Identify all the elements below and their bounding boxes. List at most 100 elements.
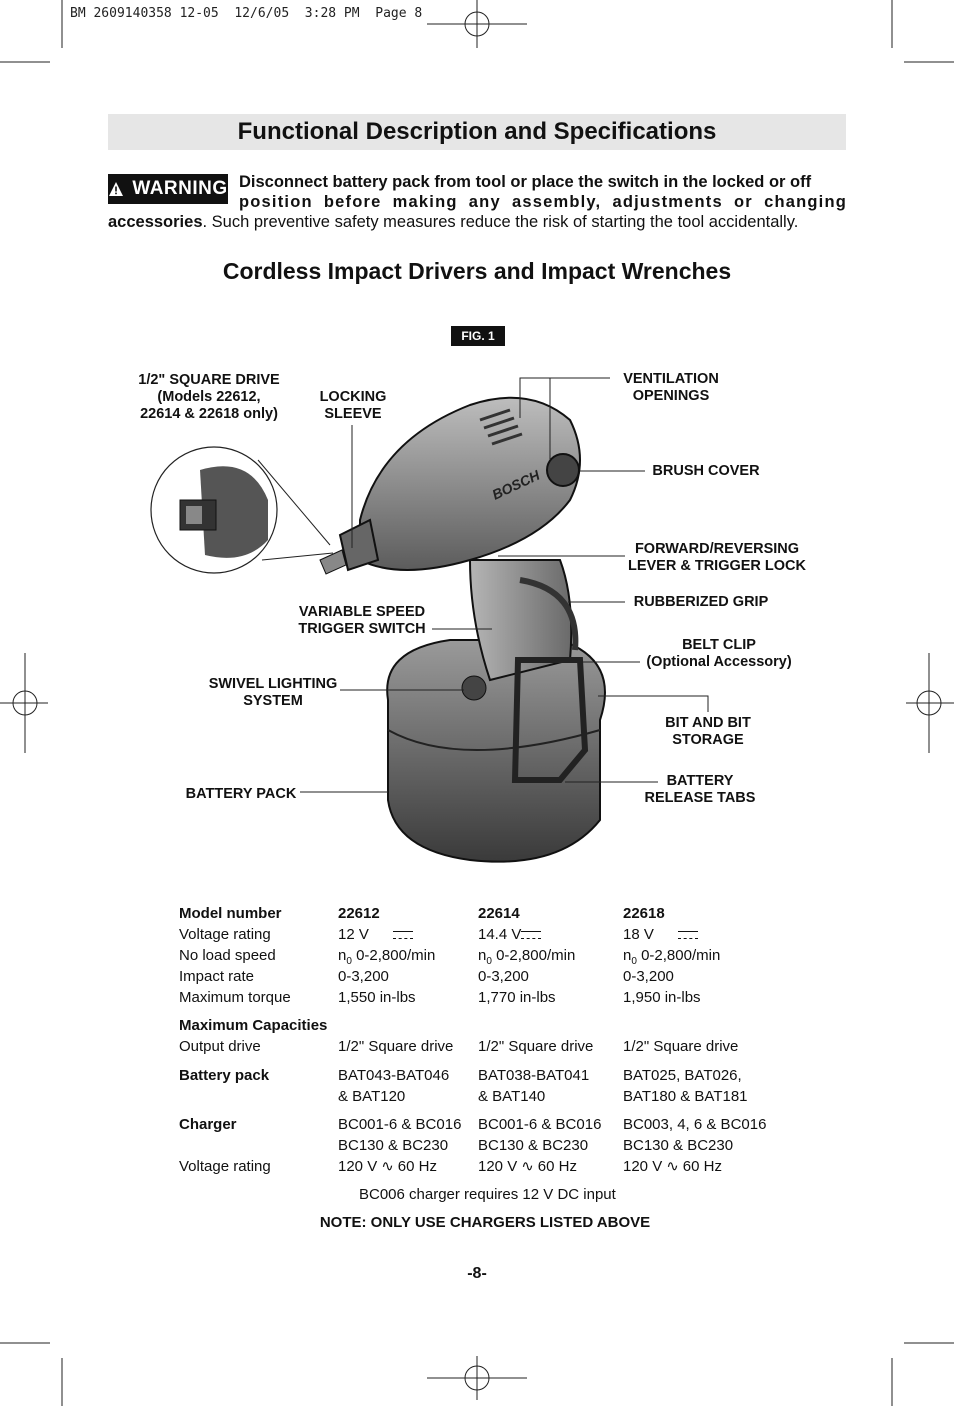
spec-label-voltage: Voltage rating <box>179 926 271 943</box>
page-number: -8- <box>467 1265 487 1282</box>
label-square-drive-line3: 22614 & 22618 only) <box>140 406 278 422</box>
spec-label-output: Output drive <box>179 1038 261 1055</box>
spec-model-22614: 22614 <box>478 905 520 922</box>
section-title-bar <box>108 114 846 150</box>
spec-battery-22618-b: BAT180 & BAT181 <box>623 1088 748 1105</box>
spec-row-note: NOTE: ONLY USE CHARGERS LISTED ABOVE <box>179 1212 791 1233</box>
bit-shape <box>319 549 347 575</box>
spec-no-load-22612: n0 0-2,800/min <box>338 945 435 972</box>
spec-battery-22618-a: BAT025, BAT026, <box>623 1067 742 1084</box>
spec-label-charger-voltage: Voltage rating <box>179 1158 271 1175</box>
warning-badge: WARNING <box>108 174 228 204</box>
battery-pack-shape <box>386 639 606 863</box>
chargers-note: NOTE: ONLY USE CHARGERS LISTED ABOVE <box>319 1214 651 1231</box>
spec-no-load-22618-value: 0-2,800/min <box>641 947 721 964</box>
spec-impact-22612: 0-3,200 <box>338 968 389 985</box>
label-battery-release-line2: RELEASE TABS <box>644 790 756 806</box>
spec-row-impact: Impact rate 0-3,200 0-3,200 0-3,200 <box>179 966 799 987</box>
spec-battery-22614-a: BAT038-BAT041 <box>478 1067 590 1084</box>
ac-symbol-icon: ∿ <box>381 1158 394 1175</box>
label-belt-clip: BELT CLIP (Optional Accessory) <box>638 637 800 671</box>
spec-row-model: Model number 22612 22614 22618 <box>179 903 799 924</box>
product-subtitle: Cordless Impact Drivers and Impact Wrenc… <box>222 258 732 284</box>
label-battery-pack: BATTERY PACK <box>176 786 306 803</box>
label-locking-sleeve-line1: LOCKING <box>319 389 387 405</box>
spec-charger-voltage-22618: 120 V∿60 Hz <box>623 1156 722 1177</box>
spec-output-22614: 1/2" Square drive <box>478 1038 594 1055</box>
warning-triangle-icon <box>109 182 124 196</box>
spec-no-load-22612-value: 0-2,800/min <box>356 947 436 964</box>
leader-lines <box>300 377 709 793</box>
warning-text-line3: accessories. Such preventive safety meas… <box>108 212 848 232</box>
bc006-note: BC006 charger requires 12 V DC input <box>359 1186 616 1203</box>
spec-no-load-22614: n0 0-2,800/min <box>478 945 575 972</box>
spec-battery-22612-a: BAT043-BAT046 <box>338 1067 450 1084</box>
spec-voltage-22614-value: 14.4 V <box>478 926 522 943</box>
label-ventilation-line2: OPENINGS <box>632 388 710 404</box>
spec-charger-22614-a: BC001-6 & BC016 <box>478 1116 602 1133</box>
spec-label-model: Model number <box>179 905 282 922</box>
spec-charger-22612-a: BC001-6 & BC016 <box>338 1116 462 1133</box>
label-battery-release: BATTERY RELEASE TABS <box>636 773 764 807</box>
label-swivel-lighting-line2: SYSTEM <box>243 693 303 709</box>
spec-torque-22612: 1,550 in-lbs <box>338 989 416 1006</box>
spec-output-22612: 1/2" Square drive <box>338 1038 454 1055</box>
label-swivel-lighting-line1: SWIVEL LIGHTING <box>208 676 338 692</box>
label-square-drive-line1: 1/2" SQUARE DRIVE <box>138 372 280 388</box>
spec-row-no-load: No load speed n0 0-2,800/min n0 0-2,800/… <box>179 945 799 967</box>
spec-voltage-22618: 18 V <box>623 924 698 945</box>
vent-slots <box>479 408 523 446</box>
label-battery-release-line1: BATTERY <box>666 773 734 789</box>
spec-voltage-22618-value: 18 V <box>623 926 654 943</box>
spec-charger-22612-b: BC130 & BC230 <box>338 1137 449 1154</box>
spec-voltage-22612-value: 12 V <box>338 926 369 943</box>
spec-torque-22614: 1,770 in-lbs <box>478 989 556 1006</box>
no-load-subscript: 0 <box>346 956 352 967</box>
label-forward-reversing: FORWARD/REVERSING LEVER & TRIGGER LOCK <box>620 541 814 575</box>
label-battery-pack-line1: BATTERY PACK <box>185 786 297 802</box>
spec-label-charger: Charger <box>179 1116 237 1133</box>
ac-symbol-icon: ∿ <box>666 1158 679 1175</box>
spec-voltage-22612: 12 V <box>338 924 413 945</box>
label-belt-clip-line1: BELT CLIP <box>682 637 756 653</box>
label-bit-storage-line1: BIT AND BIT <box>665 715 751 731</box>
spec-label-torque: Maximum torque <box>179 989 291 1006</box>
rubber-grip-shape <box>519 577 579 651</box>
spec-label-no-load: No load speed <box>179 947 276 964</box>
label-belt-clip-line2: (Optional Accessory) <box>646 654 792 670</box>
ac-symbol-icon: ∿ <box>521 1158 534 1175</box>
spec-charger-voltage-22614: 120 V∿60 Hz <box>478 1156 577 1177</box>
warning-rest: . Such preventive safety measures reduce… <box>202 213 799 231</box>
belt-clip-shape <box>511 657 589 783</box>
dc-symbol-icon <box>677 931 698 940</box>
label-variable-speed: VARIABLE SPEED TRIGGER SWITCH <box>290 604 434 638</box>
label-square-drive-line2: (Models 22612, <box>157 389 261 405</box>
spec-row-battery-1: Battery pack BAT043-BAT046 BAT038-BAT041… <box>179 1065 799 1086</box>
spec-charger-22618-a: BC003, 4, 6 & BC016 <box>623 1116 767 1133</box>
spec-charger-voltage-value: 120 V <box>623 1158 663 1175</box>
spec-label-battery: Battery pack <box>179 1067 270 1084</box>
spec-charger-frequency: 60 Hz <box>397 1158 437 1175</box>
warning-badge-label: WARNING <box>132 178 228 199</box>
label-rubberized-grip-line1: RUBBERIZED GRIP <box>633 594 769 610</box>
no-load-subscript: 0 <box>631 956 637 967</box>
spec-row-bc006: BC006 charger requires 12 V DC input <box>179 1184 799 1205</box>
label-locking-sleeve-line2: SLEEVE <box>324 406 382 422</box>
spec-charger-voltage-22612: 120 V∿60 Hz <box>338 1156 437 1177</box>
warning-text-line2: position before making any assembly, adj… <box>239 193 847 211</box>
square-drive-detail <box>150 446 334 574</box>
spec-charger-frequency: 60 Hz <box>537 1158 577 1175</box>
spec-charger-voltage-value: 120 V <box>338 1158 378 1175</box>
spec-row-battery-2: & BAT120 & BAT140 BAT180 & BAT181 <box>179 1086 799 1107</box>
locking-sleeve-shape <box>338 518 380 572</box>
spec-no-load-22618: n0 0-2,800/min <box>623 945 720 972</box>
dc-symbol-icon <box>521 931 542 940</box>
spec-charger-voltage-value: 120 V <box>478 1158 518 1175</box>
label-forward-reversing-line1: FORWARD/REVERSING <box>634 541 800 557</box>
spec-row-output: Output drive 1/2" Square drive 1/2" Squa… <box>179 1036 799 1057</box>
spec-charger-frequency: 60 Hz <box>682 1158 722 1175</box>
label-square-drive: 1/2" SQUARE DRIVE (Models 22612, 22614 &… <box>124 372 294 423</box>
spec-torque-22618: 1,950 in-lbs <box>623 989 701 1006</box>
spec-label-max-capacities: Maximum Capacities <box>179 1017 328 1034</box>
